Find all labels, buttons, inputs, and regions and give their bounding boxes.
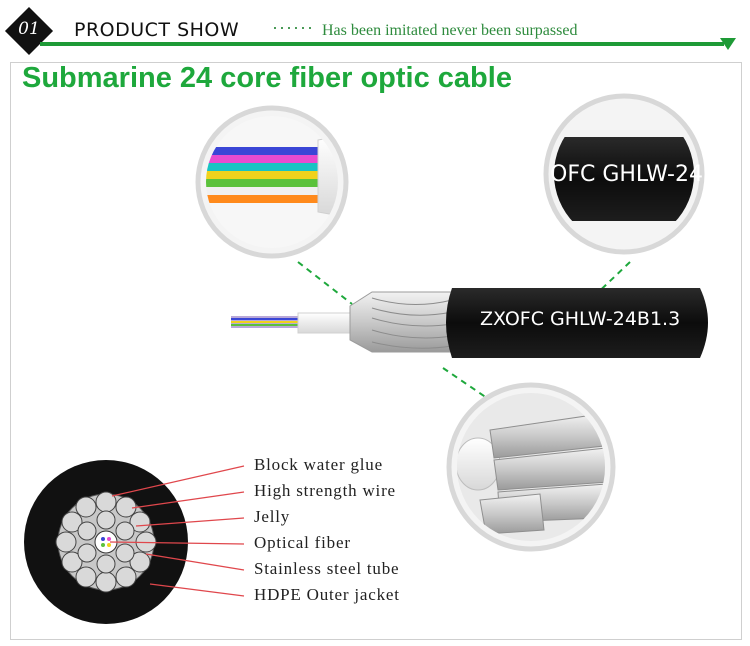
section-number: 01 [18, 19, 40, 39]
label-stainless-steel-tube: Stainless steel tube [254, 559, 400, 578]
label-high-strength-wire: High strength wire [254, 481, 396, 500]
zoom-print-text: OFC GHLW-24 [550, 162, 703, 187]
section-subtitle: Has been imitated never been surpassed [322, 22, 578, 39]
label-optical-fiber: Optical fiber [254, 533, 351, 552]
cable-print-text: ZXOFC GHLW-24B1.3 [480, 308, 681, 330]
leader-wire-zoom [442, 367, 488, 399]
header-rule [40, 42, 724, 46]
section-title: PRODUCT SHOW [74, 19, 240, 41]
fiber-zoom-bubble [195, 105, 349, 259]
cable-cross-section [24, 460, 188, 624]
print-zoom-bubble [543, 93, 705, 255]
label-hdpe-outer-jacket: HDPE Outer jacket [254, 585, 400, 604]
wire-zoom-bubble [446, 382, 616, 552]
label-block-water-glue: Block water glue [254, 455, 383, 474]
label-jelly: Jelly [254, 507, 291, 526]
main-cable [231, 288, 708, 358]
cross-section-leaders [109, 465, 245, 597]
product-title: Submarine 24 core fiber optic cable [22, 62, 512, 94]
leader-fiber-zoom [297, 261, 353, 305]
section-header: 01 PRODUCT SHOW ······ Has been imitated… [0, 0, 750, 56]
title-dots: ······ [272, 17, 314, 37]
chevron-down-icon [720, 38, 736, 50]
product-frame [10, 62, 742, 640]
